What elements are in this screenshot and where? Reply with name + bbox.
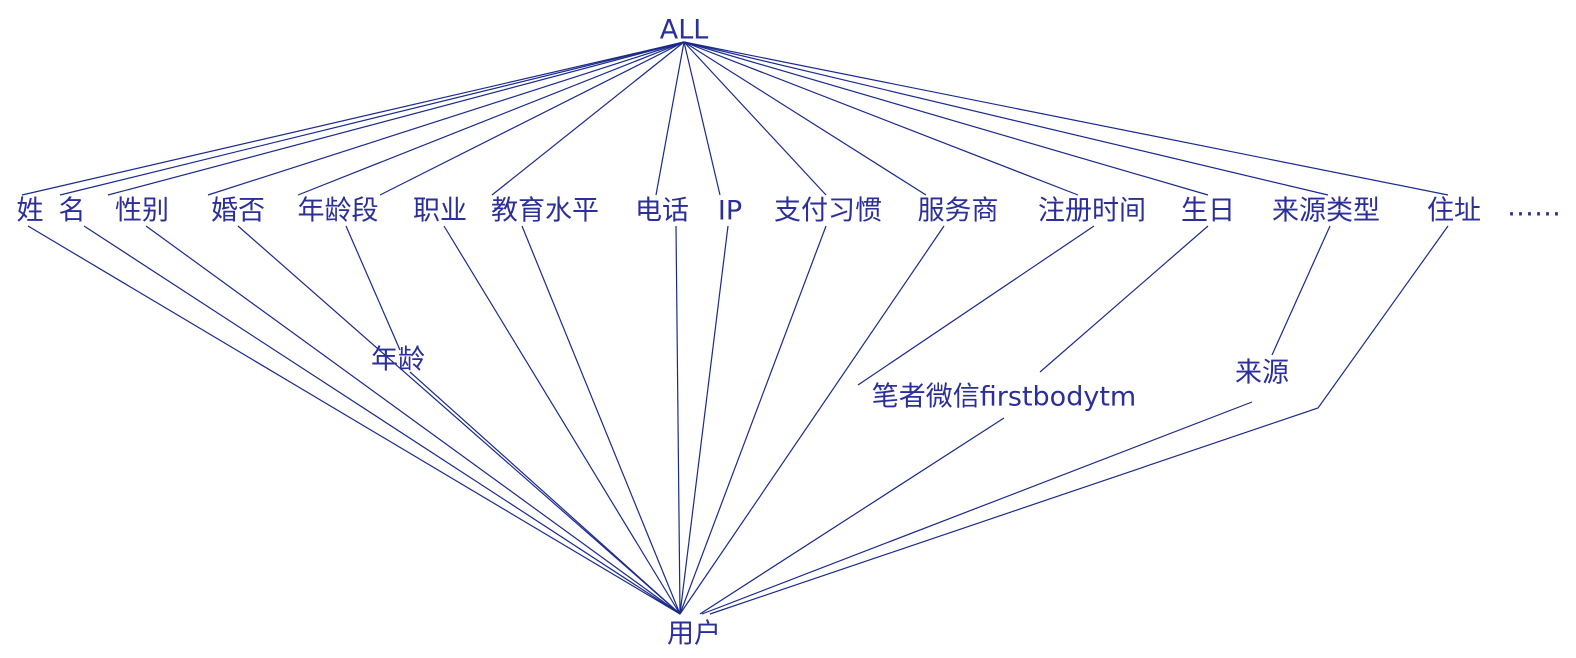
edge-nianling-sink <box>409 371 681 615</box>
edge-sink-2 <box>145 225 681 615</box>
edge-sink-5 <box>521 225 681 615</box>
edge-sink-7 <box>679 225 729 615</box>
edge-weixin-sink <box>699 417 1005 615</box>
node-zhuce: 注册时间 <box>1038 195 1146 227</box>
node-ming: 名 <box>58 195 86 227</box>
node-nianling: 年龄 <box>371 344 425 376</box>
node-zhuzhi: 住址 <box>1427 195 1481 227</box>
node-zhifu: 支付习惯 <box>774 195 882 227</box>
edge-sink-6 <box>675 225 681 615</box>
node-more: …… <box>1507 191 1561 223</box>
edge-sink-9 <box>679 225 945 615</box>
edge-root-7 <box>655 41 685 196</box>
edge-root-14 <box>683 41 1449 196</box>
edge-shengri-weixin-right <box>1039 225 1209 373</box>
node-sink: 用户 <box>667 618 721 650</box>
edge-zhuzhi-sink <box>709 225 1449 615</box>
node-xingbie: 性别 <box>115 195 169 227</box>
node-fuwushang: 服务商 <box>917 195 999 227</box>
edge-nianlingduan-nianling <box>345 225 401 351</box>
edge-root-0 <box>21 41 685 196</box>
node-shengri: 生日 <box>1181 195 1235 227</box>
edge-sink-0 <box>27 225 681 615</box>
node-jiaoyu: 教育水平 <box>491 195 599 227</box>
edge-root-6 <box>491 41 685 196</box>
edge-root-4 <box>297 41 685 196</box>
edge-zhuce-weixin-left <box>857 225 1095 386</box>
node-zhiye: 职业 <box>413 195 467 227</box>
edge-root-5 <box>379 41 685 196</box>
edge-sink-3 <box>237 225 681 615</box>
edge-root-9 <box>683 41 827 196</box>
node-hunfou: 婚否 <box>211 195 265 227</box>
node-laiyuan: 来源 <box>1235 357 1289 389</box>
node-ip: IP <box>717 195 743 227</box>
edge-sink-1 <box>83 225 681 615</box>
edge-root-13 <box>683 41 1329 196</box>
edge-root-1 <box>59 41 685 196</box>
node-root: ALL <box>659 14 709 46</box>
edge-sink-8 <box>679 225 827 615</box>
edge-laiyuan-sink <box>701 401 1253 615</box>
edge-root-8 <box>683 41 721 196</box>
node-dianhua: 电话 <box>635 195 689 227</box>
edge-root-11 <box>683 41 1079 196</box>
edge-root-10 <box>683 41 927 196</box>
node-nianlingduan: 年龄段 <box>297 195 379 227</box>
node-xing: 姓 <box>16 195 44 227</box>
node-weixin: 笔者微信firstbodytm <box>871 381 1137 413</box>
edge-root-12 <box>683 41 1209 196</box>
edge-root-2 <box>107 41 685 196</box>
edge-root-3 <box>207 41 685 196</box>
node-laiyuanleixing: 来源类型 <box>1272 195 1380 227</box>
edge-laiyuanleixing-laiyuan <box>1271 225 1331 356</box>
edge-sink-4 <box>443 225 681 615</box>
